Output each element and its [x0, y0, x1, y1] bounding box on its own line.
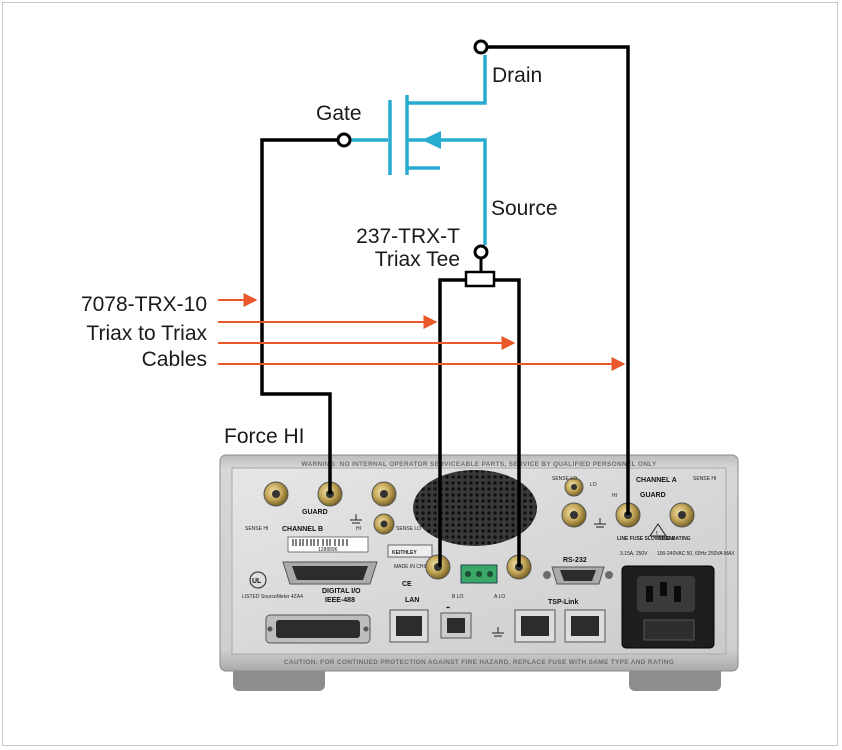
drain-label: Drain [492, 64, 542, 87]
gate-terminal [336, 132, 352, 148]
drain-wire [485, 45, 630, 515]
fuse-drawer[interactable] [643, 619, 695, 641]
rating-value: 100-240VAC 50, 60Hz 250VA MAX [657, 551, 735, 557]
sense-lo-b-label: SENSE LO [396, 526, 421, 532]
rs232-label: RS-232 [563, 557, 587, 564]
fan-grille [413, 470, 537, 546]
sense-hi-a-label: SENSE HI [693, 476, 716, 482]
serial-number: 1288896 [318, 547, 338, 553]
force-hi-label: Force HI [224, 425, 305, 448]
brand-badge [387, 544, 433, 558]
tee-wire-b [438, 278, 466, 567]
mosfet-symbol [351, 55, 487, 245]
tsp-link-label: TSP-Link [548, 599, 578, 606]
source-terminal [473, 244, 489, 260]
cable-arrows [218, 293, 626, 371]
drain-terminal [473, 39, 489, 55]
listed-label: LISTED SourceMeter 4ZA4 [242, 594, 303, 600]
ieee-label: IEEE-488 [325, 597, 355, 604]
tee-label-line2: Triax Tee [375, 248, 460, 271]
sense-hi-b-label: SENSE HI [245, 526, 268, 532]
source-label: Source [491, 197, 558, 220]
ce-mark-icon: CE [402, 581, 412, 588]
channel-b-connectors: GUARD CHANNEL B SENSE HI HI SENSE LO [245, 481, 421, 535]
gate-label: Gate [316, 102, 362, 125]
tee-label-line1: 237-TRX-T [356, 225, 460, 248]
fuse-value: 3.15A, 250V [620, 551, 648, 557]
barcode-lines [292, 539, 348, 546]
usb-icon: ⬌ [446, 605, 450, 611]
drain-lead [407, 55, 487, 105]
svg-text:UL: UL [252, 578, 262, 585]
caution-text: CAUTION: FOR CONTINUED PROTECTION AGAINS… [284, 659, 674, 666]
channel-a-label: CHANNEL A [636, 477, 677, 484]
warning-triangle-icon [649, 523, 667, 537]
cables-label-line2: Triax to Triax [86, 322, 207, 345]
triax-tee [464, 270, 496, 288]
serial-barcode [287, 536, 369, 553]
brand-label: KEITHLEY [392, 550, 417, 556]
hi-b-label: HI [356, 526, 361, 532]
made-in-label: MADE IN CHINA [394, 564, 432, 570]
sense-lo-a-label: SENSE LO [552, 476, 577, 482]
source-arrow-icon [422, 131, 441, 149]
digital-io-label: DIGITAL I/O [322, 588, 361, 595]
instrument-rear-panel: WARNING: NO INTERNAL OPERATOR SERVICEABL… [219, 454, 739, 691]
tee-wire-a [494, 278, 521, 567]
lan-label: LAN [405, 597, 419, 604]
lo-a-label: LO [590, 482, 597, 488]
cables-label-line3: Cables [142, 348, 207, 371]
warning-text: WARNING: NO INTERNAL OPERATOR SERVICEABL… [301, 461, 657, 468]
hi-a-label: HI [612, 493, 617, 499]
ul-mark-icon [249, 571, 267, 589]
channel-b-label: CHANNEL B [282, 526, 323, 533]
guard-a-label: GUARD [640, 492, 666, 499]
cables-label-line1: 7078-TRX-10 [81, 293, 207, 316]
ground-icon [350, 514, 606, 637]
line-rating-label: LINE RATING [659, 536, 691, 542]
line-fuse-label: LINE FUSE SLOWBLOW [617, 536, 675, 542]
gate-wire [260, 138, 344, 494]
black-wires [260, 45, 630, 567]
guard-b-label: GUARD [302, 509, 328, 516]
svg-text:!: ! [656, 531, 658, 537]
b-lo-label: B LO [452, 594, 464, 600]
a-lo-label: A LO [494, 594, 505, 600]
